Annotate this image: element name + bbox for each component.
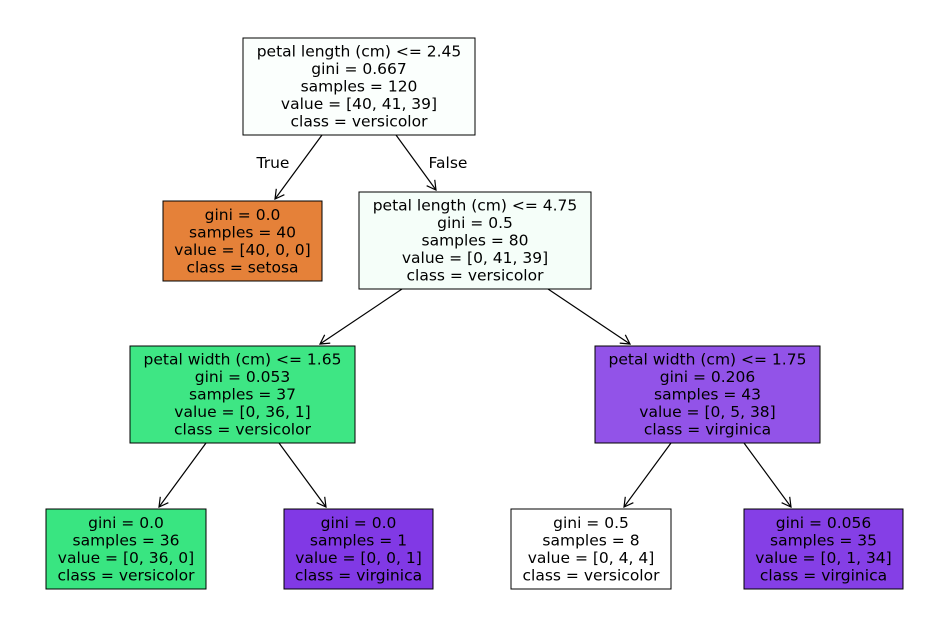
node-box [743, 508, 904, 590]
node-text-line: value = [0, 1, 34] [755, 549, 891, 567]
node-text-line: value = [0, 41, 39] [402, 249, 548, 267]
node-text-line: gini = 0.5 [437, 214, 513, 232]
node-box [283, 508, 434, 590]
node-text-line: value = [0, 0, 1] [295, 549, 422, 567]
node-text-line: value = [40, 0, 0] [174, 241, 310, 259]
node-text-line: class = versicolor [291, 113, 429, 131]
node-box [510, 508, 672, 590]
node-text-line: petal length (cm) <= 4.75 [373, 197, 578, 215]
node-text-line: class = versicolor [58, 566, 196, 584]
node-text-line: class = setosa [186, 258, 298, 276]
node-text-line: petal length (cm) <= 2.45 [257, 43, 462, 61]
node-text-line: value = [40, 41, 39] [281, 95, 437, 113]
node-text-line: value = [0, 36, 1] [174, 403, 310, 421]
node-text-line: value = [0, 5, 38] [639, 403, 775, 421]
node-box [594, 345, 821, 444]
tree-edge-split-petal-width-1-75-to-mixed-leaf-8 [623, 442, 672, 508]
node-text-line: samples = 36 [73, 531, 180, 549]
tree-edge-split-petal-width-1-75-to-virginica-leaf-35 [743, 442, 792, 508]
node-text-line: samples = 120 [301, 78, 418, 96]
node-text-line: samples = 43 [654, 386, 761, 404]
node-text-line: gini = 0.056 [776, 514, 872, 532]
node-box [129, 345, 356, 444]
node-text-line: petal width (cm) <= 1.65 [144, 351, 342, 369]
node-text-line: gini = 0.0 [321, 514, 397, 532]
node-text-line: samples = 35 [770, 531, 877, 549]
node-box [45, 508, 207, 590]
node-text-line: class = virginica [760, 566, 887, 584]
node-text-line: gini = 0.053 [195, 368, 291, 386]
tree-edge-split-petal-length-4-75-to-split-petal-width-1-75 [547, 288, 632, 345]
node-text-line: gini = 0.0 [88, 514, 164, 532]
node-text-line: gini = 0.5 [553, 514, 629, 532]
node-text-line: class = virginica [295, 566, 422, 584]
node-text-line: gini = 0.0 [205, 206, 281, 224]
node-text-line: class = virginica [644, 421, 771, 439]
node-text-line: samples = 80 [422, 232, 529, 250]
node-text-line: class = versicolor [407, 267, 545, 285]
tree-edge-root-to-split-petal-length-4-75 [395, 134, 437, 191]
node-text-line: samples = 40 [189, 223, 296, 241]
node-text-line: value = [0, 4, 4] [528, 549, 655, 567]
edge-label-true: True [256, 154, 290, 172]
tree-edge-split-petal-width-1-65-to-versicolor-leaf-36 [158, 442, 207, 508]
node-text-line: value = [0, 36, 0] [58, 549, 194, 567]
edge-label-false: False [429, 154, 468, 172]
node-text-line: class = versicolor [523, 566, 661, 584]
tree-edge-split-petal-width-1-65-to-virginica-leaf-1 [278, 442, 327, 508]
node-text-line: samples = 37 [189, 386, 296, 404]
node-text-line: gini = 0.667 [311, 60, 407, 78]
tree-edge-root-to-setosa-leaf [274, 134, 323, 200]
node-text-line: samples = 8 [542, 531, 639, 549]
node-box [242, 37, 476, 136]
node-text-line: gini = 0.206 [660, 368, 756, 386]
tree-edge-split-petal-length-4-75-to-split-petal-width-1-65 [318, 288, 403, 345]
node-text-line: petal width (cm) <= 1.75 [609, 351, 807, 369]
edges-layer: True False [158, 134, 792, 508]
node-text-line: samples = 1 [310, 531, 407, 549]
node-text-line: class = versicolor [174, 421, 312, 439]
node-box [162, 200, 323, 282]
node-box [358, 191, 592, 290]
